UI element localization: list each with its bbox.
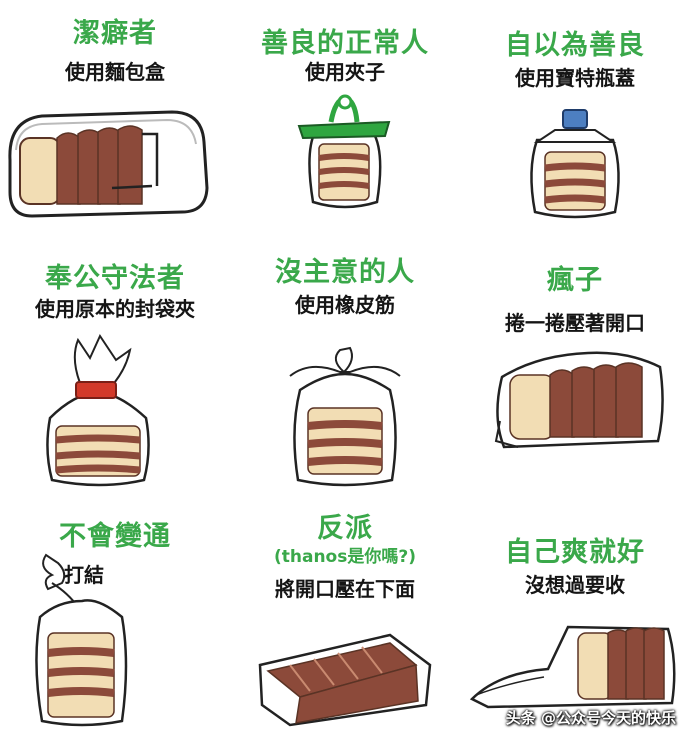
cell-dont-care: 自己爽就好 沒想過要收: [460, 503, 690, 740]
bottle-cap-bag-illustration: [530, 109, 620, 219]
cell-subtitle: (thanos是你嗎?): [273, 547, 416, 567]
cell-caption: 捲一捲壓著開口: [505, 311, 645, 335]
cell-title: 奉公守法者: [45, 263, 185, 294]
cell-roll-press: 瘋子 捲一捲壓著開口: [460, 245, 690, 503]
knotted-bag-illustration: [35, 553, 128, 727]
flipped-bag-illustration: [258, 633, 432, 727]
cell-caption: 使用原本的封袋夾: [35, 297, 195, 321]
cell-caption: 使用橡皮筋: [295, 293, 395, 317]
cell-caption: 使用寶特瓶蓋: [515, 66, 635, 90]
cell-title: 不會變通: [59, 521, 171, 552]
watermark: 头条 @公众号今天的快乐: [505, 709, 676, 727]
cell-title: 自己爽就好: [505, 537, 645, 568]
cell-original-tie: 奉公守法者 使用原本的封袋夾: [0, 245, 230, 503]
open-bag-illustration: [469, 625, 676, 709]
cell-caption: 沒想過要收: [525, 573, 625, 597]
cell-caption: 將開口壓在下面: [275, 577, 415, 601]
cell-rubber-band: 沒主意的人 使用橡皮筋: [230, 245, 460, 503]
cell-knot: 不會變通 打結: [0, 503, 230, 740]
cell-caption: 使用麵包盒: [65, 60, 165, 84]
cell-title: 自以為善良: [505, 30, 645, 61]
bread-box-illustration: [8, 110, 209, 218]
cell-caption: 打結: [64, 563, 104, 587]
clip-bag-illustration: [297, 94, 391, 209]
cell-clip: 善良的正常人 使用夾子: [230, 0, 460, 245]
cell-bread-box: 潔癖者 使用麵包盒: [0, 0, 230, 245]
cell-villain: 反派 (thanos是你嗎?) 將開口壓在下面: [230, 503, 460, 740]
cell-caption: 使用夾子: [305, 60, 385, 84]
rolled-bag-illustration: [494, 351, 664, 449]
cell-title: 反派: [317, 513, 373, 544]
cell-bottle-cap: 自以為善良 使用寶特瓶蓋: [460, 0, 690, 245]
rubber-band-bag-illustration: [289, 346, 401, 487]
twist-tie-bag-illustration: [46, 333, 150, 487]
cell-title: 沒主意的人: [275, 257, 415, 288]
cell-title: 潔癖者: [73, 18, 157, 49]
cell-title: 善良的正常人: [261, 28, 429, 59]
cell-title: 瘋子: [547, 265, 603, 296]
